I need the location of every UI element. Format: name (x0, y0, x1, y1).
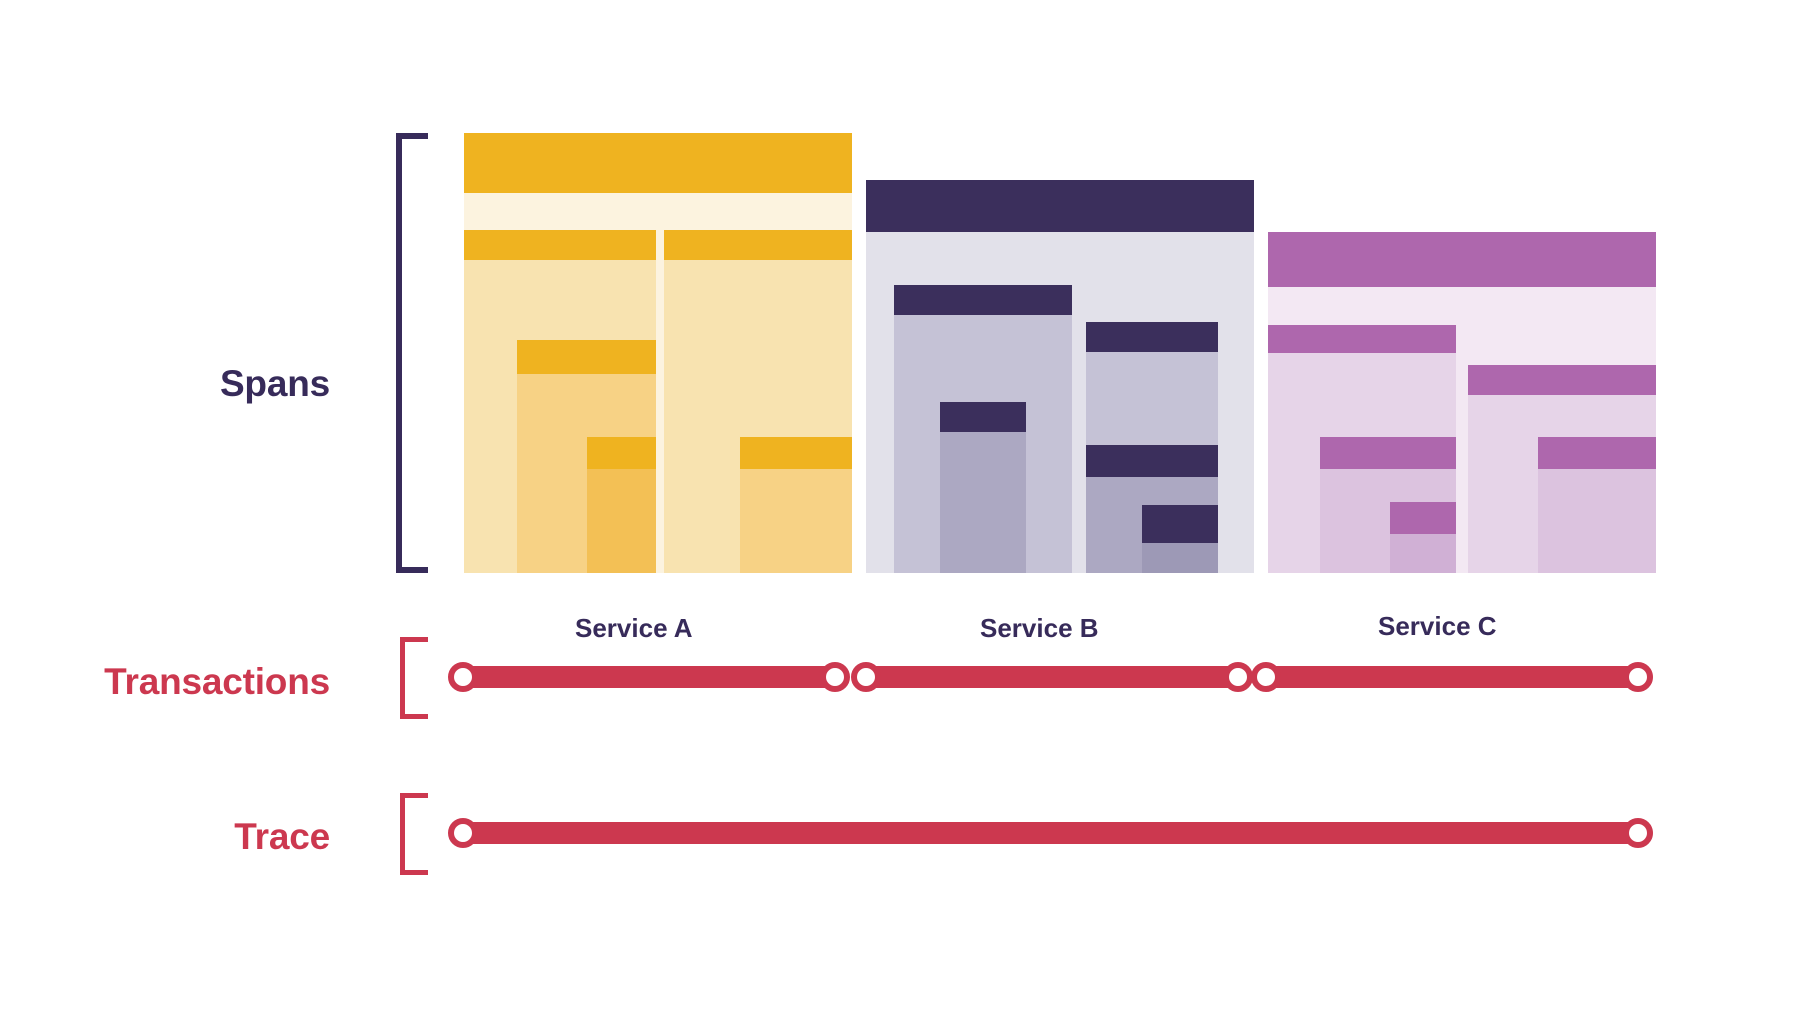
transaction-service-c-end-node[interactable] (1623, 662, 1653, 692)
bracket-spans (396, 133, 428, 573)
service-c-grandchild-span-3[interactable] (1538, 437, 1656, 469)
service-b-grandchild-span-1-body[interactable] (940, 432, 1026, 573)
row-label-transactions: Transactions (104, 661, 330, 702)
service-c-grandchild-span-3-body[interactable] (1538, 469, 1656, 573)
service-c-grandchild-span-2[interactable] (1390, 502, 1456, 534)
trace-span-line[interactable] (455, 822, 1646, 844)
span-group-service-a (464, 133, 852, 573)
service-a-child-span-2[interactable] (664, 230, 852, 260)
service-a-grandchild-span-2-body[interactable] (587, 469, 656, 573)
transaction-service-b-start-node[interactable] (851, 662, 881, 692)
service-caption-service-c: Service C (1378, 611, 1497, 641)
service-b-grandchild-span-2[interactable] (1086, 445, 1218, 477)
transaction-service-a-start-node[interactable] (448, 662, 478, 692)
service-b-root-span[interactable] (866, 180, 1254, 232)
service-b-child-span-2[interactable] (1086, 322, 1218, 352)
transaction-service-c-start-node[interactable] (1251, 662, 1281, 692)
service-b-child-span-1[interactable] (894, 285, 1072, 315)
service-c-grandchild-span-2-body[interactable] (1390, 534, 1456, 573)
span-group-service-b (866, 180, 1254, 573)
service-c-child-span-1[interactable] (1268, 325, 1456, 353)
service-a-grandchild-span-3[interactable] (740, 437, 852, 469)
row-label-spans: Spans (219, 363, 330, 404)
span-group-service-c (1268, 232, 1656, 573)
transaction-service-b-line[interactable] (858, 666, 1246, 688)
trace-span-start-node[interactable] (448, 818, 478, 848)
service-a-grandchild-span-3-body[interactable] (740, 469, 852, 573)
service-b-greatgrandchild-span-body[interactable] (1142, 543, 1218, 573)
transaction-service-a-end-node[interactable] (820, 662, 850, 692)
service-c-grandchild-span-1[interactable] (1320, 437, 1456, 469)
transaction-service-a-line[interactable] (455, 666, 843, 688)
transaction-service-b-end-node[interactable] (1223, 662, 1253, 692)
trace-span-end-node[interactable] (1623, 818, 1653, 848)
service-a-root-span[interactable] (464, 133, 852, 193)
service-caption-service-b: Service B (980, 613, 1099, 643)
service-c-root-span[interactable] (1268, 232, 1656, 287)
service-a-child-span-1[interactable] (464, 230, 656, 260)
service-a-grandchild-span-1[interactable] (517, 340, 656, 374)
bracket-transactions (400, 637, 428, 719)
service-a-grandchild-span-2[interactable] (587, 437, 656, 469)
bracket-trace (400, 793, 428, 875)
service-caption-service-a: Service A (575, 613, 693, 643)
service-b-grandchild-span-1[interactable] (940, 402, 1026, 432)
service-b-greatgrandchild-span[interactable] (1142, 505, 1218, 543)
spans-area (464, 133, 1656, 573)
transaction-service-c-line[interactable] (1258, 666, 1646, 688)
service-c-child-span-2[interactable] (1468, 365, 1656, 395)
row-label-trace: Trace (234, 816, 330, 857)
